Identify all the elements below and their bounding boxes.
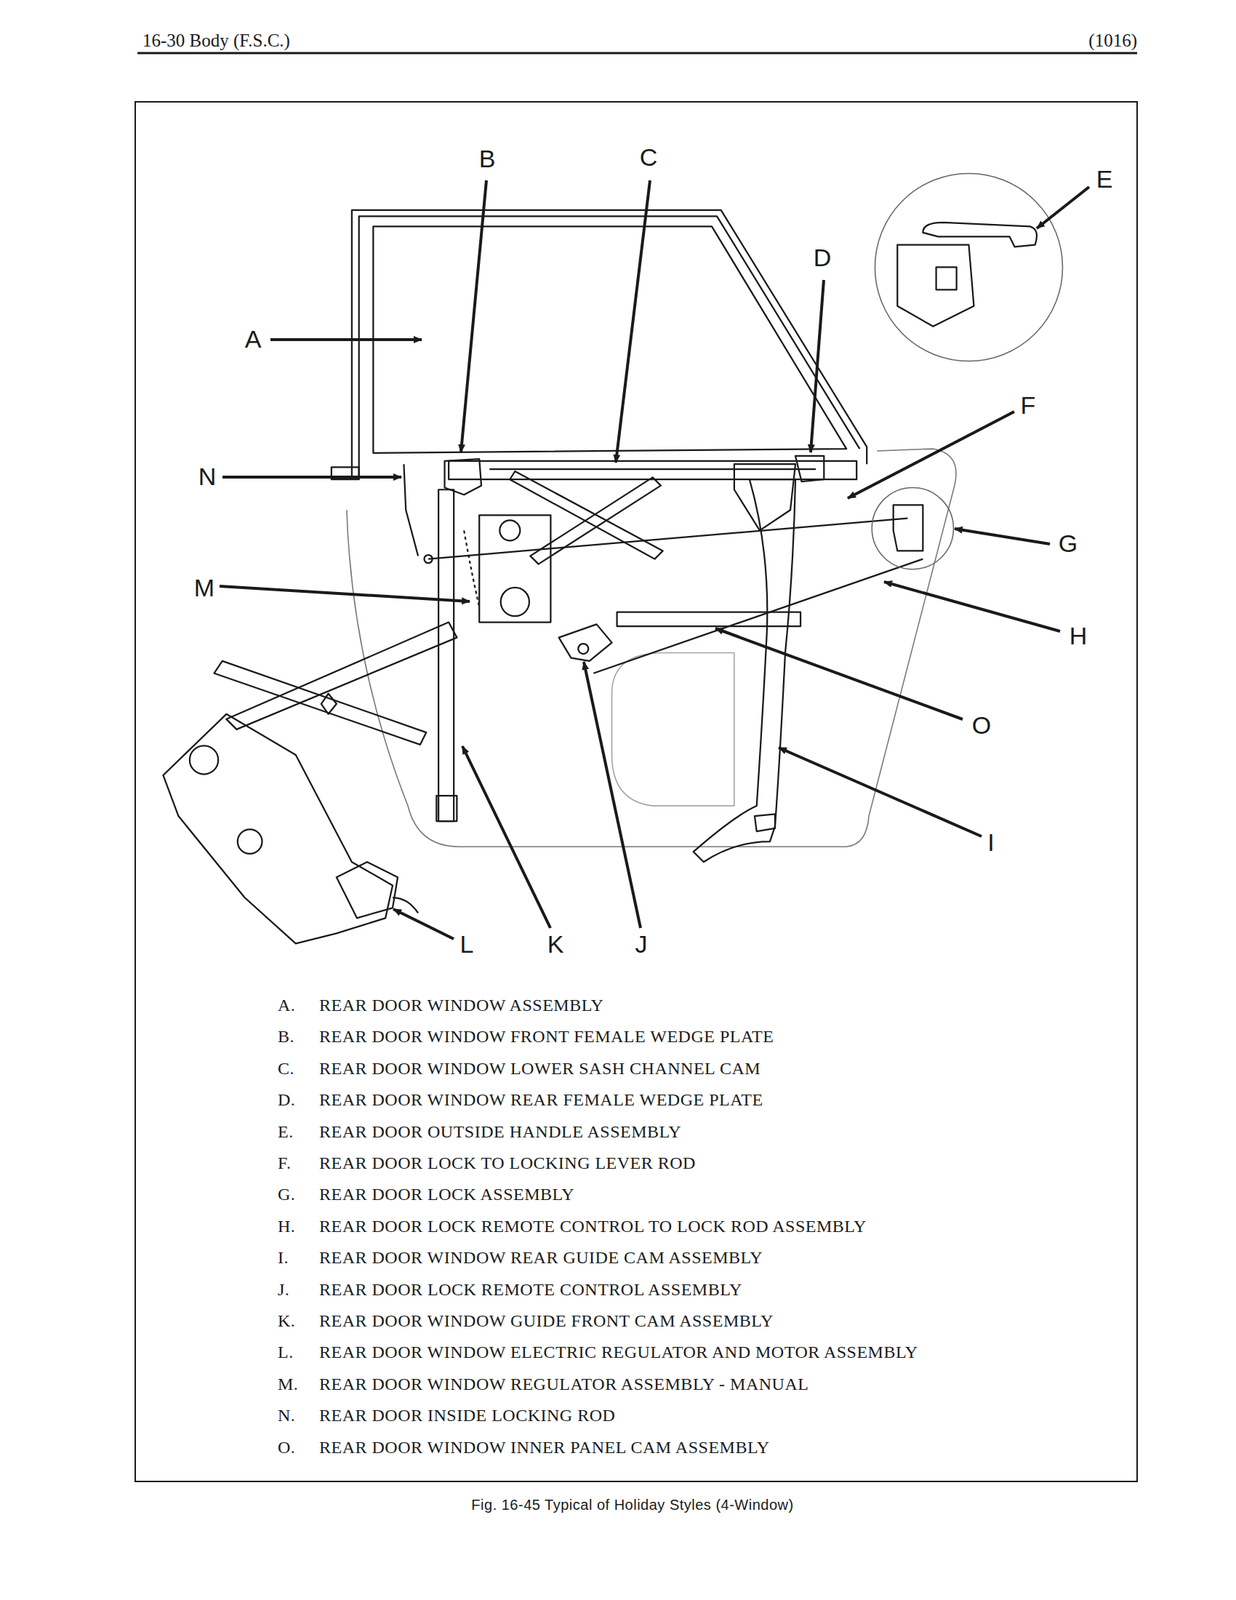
part-name: REAR DOOR WINDOW ASSEMBLY <box>319 995 604 1015</box>
part-name: REAR DOOR WINDOW GUIDE FRONT CAM ASSEMBL… <box>319 1310 774 1330</box>
key-letter: G. <box>277 1184 296 1204</box>
callout-letter: M <box>192 574 216 602</box>
part-name: REAR DOOR INSIDE LOCKING ROD <box>319 1405 616 1425</box>
part-name: REAR DOOR WINDOW REGULATOR ASSEMBLY - MA… <box>319 1374 809 1394</box>
key-letter: L. <box>277 1342 294 1362</box>
part-name: REAR DOOR WINDOW ELECTRIC REGULATOR AND … <box>319 1342 919 1362</box>
part-name: REAR DOOR LOCK TO LOCKING LEVER ROD <box>319 1153 696 1173</box>
key-letter: H. <box>277 1216 296 1236</box>
key-letter: F. <box>277 1153 291 1173</box>
key-letter: A. <box>277 995 296 1015</box>
key-letter: K. <box>277 1310 296 1330</box>
part-name: REAR DOOR WINDOW REAR GUIDE CAM ASSEMBLY <box>319 1247 763 1267</box>
part-name: REAR DOOR WINDOW LOWER SASH CHANNEL CAM <box>319 1058 761 1078</box>
callout-letter: I <box>985 828 996 856</box>
key-letter: M. <box>277 1374 299 1394</box>
callout-letter: J <box>633 930 650 958</box>
callout-letter: C <box>638 143 660 171</box>
page-number: (1016) <box>1088 30 1138 51</box>
callout-letter: A <box>243 325 264 353</box>
callout-letter: H <box>1068 622 1090 650</box>
part-name: REAR DOOR WINDOW FRONT FEMALE WEDGE PLAT… <box>319 1026 774 1046</box>
callout-letter: O <box>970 711 993 739</box>
running-header: 16-30 Body (F.S.C.) <box>142 30 291 51</box>
part-name: REAR DOOR LOCK ASSEMBLY <box>319 1184 575 1204</box>
callout-letter: G <box>1057 530 1079 557</box>
part-name: REAR DOOR OUTSIDE HANDLE ASSEMBLY <box>319 1121 682 1141</box>
key-letter: N. <box>277 1405 296 1425</box>
callout-letter: K <box>546 930 566 958</box>
part-name: REAR DOOR WINDOW REAR FEMALE WEDGE PLATE <box>319 1089 764 1109</box>
callout-letter: B <box>477 145 498 173</box>
callout-letter: L <box>458 930 476 958</box>
part-name: REAR DOOR WINDOW INNER PANEL CAM ASSEMBL… <box>319 1437 770 1457</box>
key-letter: I. <box>277 1247 289 1267</box>
key-letter: O. <box>277 1437 296 1457</box>
callout-letter: E <box>1094 165 1115 193</box>
key-letter: B. <box>277 1026 295 1046</box>
key-letter: D. <box>277 1089 296 1109</box>
callout-letter: F <box>1019 391 1038 419</box>
key-letter: C. <box>277 1058 295 1078</box>
part-name: REAR DOOR LOCK REMOTE CONTROL ASSEMBLY <box>319 1279 743 1299</box>
callout-letter: D <box>812 244 834 272</box>
callout-letter: N <box>197 463 219 491</box>
part-name: REAR DOOR LOCK REMOTE CONTROL TO LOCK RO… <box>319 1216 867 1236</box>
key-letter: E. <box>277 1121 294 1141</box>
figure-caption: Fig. 16-45 Typical of Holiday Styles (4-… <box>471 1496 794 1513</box>
key-letter: J. <box>277 1279 290 1299</box>
